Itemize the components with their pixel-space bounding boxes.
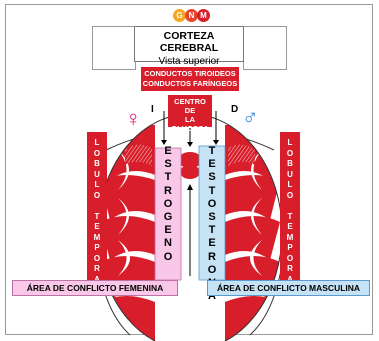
estrogeno-letter: R — [158, 185, 178, 198]
temporal-lobe-letter: L — [87, 138, 107, 149]
testosterona-letter: E — [202, 237, 222, 250]
male-symbol-icon: ♂ — [242, 106, 259, 128]
temporal-lobe-letter: P — [87, 243, 107, 254]
left-side-letter: I — [151, 104, 154, 115]
temporal-lobe-letter — [87, 201, 107, 212]
temporal-lobe-letter: E — [87, 222, 107, 233]
glucose-center-line: DE — [168, 106, 212, 115]
glucose-center-line: GLUCOSA — [168, 124, 212, 133]
left-head-frame — [92, 26, 136, 70]
estrogeno-letter: O — [158, 251, 178, 264]
temporal-lobe-letter: T — [280, 212, 300, 223]
pharyngeal-ducts-label: CONDUCTOS FARÍNGEOS — [141, 79, 239, 89]
estrogeno-letter: E — [158, 224, 178, 237]
testosterona-letter: T — [202, 224, 222, 237]
temporal-lobe-letter: O — [280, 149, 300, 160]
testosterona-letter: T — [202, 185, 222, 198]
title-box: CORTEZA CEREBRAL Vista superior — [134, 26, 244, 62]
temporal-lobe-letter: P — [280, 243, 300, 254]
page-subtitle: Vista superior — [135, 56, 243, 67]
glucose-center-line: CENTRO — [168, 97, 212, 106]
temporal-lobe-letter: M — [280, 233, 300, 244]
glucose-center-line: LA — [168, 115, 212, 124]
testosterona-letter: S — [202, 211, 222, 224]
testosterona-letter: T — [202, 145, 222, 158]
temporal-lobe-letter: L — [280, 180, 300, 191]
temporal-lobe-letter: B — [280, 159, 300, 170]
female-symbol-icon: ♀ — [125, 108, 142, 130]
thyroid-ducts-box: CONDUCTOS TIROIDEOS CONDUCTOS FARÍNGEOS — [141, 67, 239, 91]
temporal-lobe-letter: O — [280, 191, 300, 202]
temporal-lobe-letter: O — [87, 254, 107, 265]
testosterona-letter: R — [202, 251, 222, 264]
logo-letter: M — [197, 9, 210, 22]
testosterona-letter: E — [202, 158, 222, 171]
temporal-lobe-letter: O — [280, 254, 300, 265]
testosterona-letter: S — [202, 171, 222, 184]
central-red-blob-bottom — [180, 165, 200, 179]
male-conflict-area-label: ÁREA DE CONFLICTO MASCULINA — [207, 280, 370, 296]
temporal-lobe-letter: B — [87, 159, 107, 170]
estrogeno-letter: O — [158, 198, 178, 211]
temporal-lobe-letter: L — [280, 138, 300, 149]
estrogeno-letter: G — [158, 211, 178, 224]
temporal-lobe-letter: R — [87, 264, 107, 275]
female-conflict-area-label: ÁREA DE CONFLICTO FEMENINA — [12, 280, 178, 296]
estrogeno-letter: E — [158, 145, 178, 158]
right-head-frame — [243, 26, 287, 70]
estrogeno-letter: S — [158, 158, 178, 171]
temporal-lobe-letter: M — [87, 233, 107, 244]
temporal-lobe-letter: L — [87, 180, 107, 191]
gnm-logo: G N M — [173, 9, 211, 23]
temporal-lobe-letter: T — [87, 212, 107, 223]
glucose-center-box: CENTRO DE LA GLUCOSA — [168, 95, 212, 127]
page-title: CORTEZA CEREBRAL — [135, 30, 243, 54]
estrogeno-letter: N — [158, 237, 178, 250]
temporal-lobe-letter: O — [87, 191, 107, 202]
temporal-lobe-letter: U — [87, 170, 107, 181]
temporal-lobe-letter: R — [280, 264, 300, 275]
testosterona-letter: O — [202, 264, 222, 277]
temporal-lobe-letter — [280, 201, 300, 212]
estrogeno-letter: T — [158, 171, 178, 184]
testosterona-label: TESTOSTERONA — [202, 142, 222, 278]
testosterona-letter: O — [202, 198, 222, 211]
right-side-letter: D — [231, 104, 238, 115]
temporal-lobe-letter: E — [280, 222, 300, 233]
temporal-lobe-letter: O — [87, 149, 107, 160]
thyroid-ducts-label: CONDUCTOS TIROIDEOS — [141, 69, 239, 79]
temporal-lobe-letter: U — [280, 170, 300, 181]
